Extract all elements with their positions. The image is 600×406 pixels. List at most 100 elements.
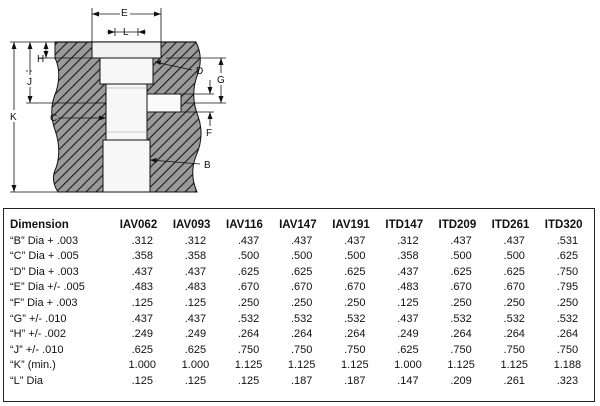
table-cell: .437 [450, 234, 472, 247]
table-cell: .437 [184, 265, 207, 278]
table-row: “E” Dia +/- .005.483.483.670.670.670.483… [10, 280, 594, 296]
label-K: K [10, 112, 17, 123]
label-D: D [196, 66, 203, 77]
table-cell: .625 [184, 343, 207, 356]
table-cell: .750 [556, 343, 579, 356]
table-row: “J” +/- .010.625.625.750.750.750.625.750… [10, 343, 594, 359]
table-cell: 1.000 [128, 359, 157, 372]
table-cell: .249 [131, 328, 153, 341]
table-cell: .625 [131, 343, 153, 356]
table-cell: .125 [184, 296, 207, 309]
table-cell: .670 [237, 281, 260, 294]
table-cell: .125 [397, 296, 419, 309]
header-itd209: ITD209 [438, 219, 477, 231]
table-cell: .125 [237, 374, 260, 387]
section-wall-left [51, 41, 107, 193]
table-cell: .670 [450, 281, 472, 294]
table-cell: .125 [131, 374, 153, 387]
table-cell: .264 [450, 328, 472, 341]
table-cell: .358 [397, 250, 419, 263]
table-cell: .532 [503, 312, 525, 325]
table-cell: .437 [503, 234, 525, 247]
table-cell: .750 [450, 343, 472, 356]
table-cell: .312 [397, 234, 419, 247]
header-iav116: IAV116 [226, 219, 263, 231]
table-cell: .249 [397, 328, 419, 341]
label-C: C [50, 113, 57, 124]
table-body: “B” Dia + .003 .312 .312 .437 .437 .437 .312 .4… [10, 234, 594, 390]
label-J: J [27, 77, 32, 88]
table-cell: .795 [556, 281, 579, 294]
header-iav147: IAV147 [279, 219, 317, 231]
table-cell: .264 [503, 328, 525, 341]
table-cell: .312 [131, 234, 153, 247]
table-cell: .531 [556, 234, 579, 247]
row-label: “F” Dia + .003 [10, 296, 78, 309]
table-cell: .532 [290, 312, 313, 325]
upper-bore [99, 57, 154, 85]
table-cell: .437 [184, 312, 207, 325]
table-cell: .264 [344, 328, 366, 341]
table-cell: .312 [184, 234, 207, 247]
cross-hole [146, 93, 182, 113]
table-cell: .250 [450, 296, 472, 309]
table-cell: .670 [344, 281, 366, 294]
table-cell: .250 [290, 296, 313, 309]
table-cell: .209 [450, 374, 472, 387]
table-cell: .125 [184, 374, 207, 387]
row-label: “E” Dia +/- .005 [10, 281, 85, 294]
header-itd320: ITD320 [544, 219, 583, 231]
table-cell: .261 [503, 374, 525, 387]
header-iav062: IAV062 [119, 219, 158, 231]
table-cell: .250 [556, 296, 579, 309]
table-cell: 1.125 [447, 359, 475, 372]
table-cell: .437 [397, 265, 419, 278]
row-label: “D” Dia + .003 [10, 265, 79, 278]
table-cell: 1.125 [234, 359, 263, 372]
cross-section-drawing: E L H J K C D G F B [9, 6, 226, 193]
table-cell: .249 [184, 328, 207, 341]
table-row: “F” Dia + .003.125.125.250.250.250.125.2… [10, 296, 594, 312]
table-cell: .437 [131, 312, 153, 325]
header-iav093: IAV093 [172, 219, 211, 231]
header-iav191: IAV191 [332, 219, 370, 231]
section-wall-right [146, 41, 202, 193]
table-cell: .625 [237, 265, 260, 278]
header-itd147: ITD147 [385, 219, 424, 231]
table-cell: .670 [290, 281, 313, 294]
table-cell: .532 [344, 312, 366, 325]
table-row: “H” +/- .002 .249 .249 .264 .264 .264 .249 .264… [10, 327, 594, 343]
label-F: F [206, 128, 212, 139]
main-bore [105, 83, 148, 141]
row-label: “H” +/- .002 [10, 328, 66, 341]
table-cell: .500 [290, 250, 313, 263]
label-H: H [37, 54, 44, 65]
table-cell: .500 [503, 250, 525, 263]
row-label: “B” Dia + .003 [10, 234, 79, 247]
table-cell: 1.188 [553, 359, 582, 372]
table-cell: .437 [397, 312, 419, 325]
table-cell: .483 [397, 281, 419, 294]
table-cell: .750 [503, 343, 525, 356]
row-label: “K” (min.) [10, 359, 56, 372]
table-cell: 1.000 [181, 359, 210, 372]
table-cell: .437 [344, 234, 366, 247]
row-label: “G” +/- .010 [10, 312, 67, 325]
table-cell: .187 [344, 374, 366, 387]
counterbore [91, 41, 162, 59]
table-cell: .358 [131, 250, 153, 263]
table-row: “B” Dia + .003 .312 .312 .437 .437 .437 .312 .4… [10, 234, 594, 250]
label-B: B [204, 160, 211, 171]
table-cell: .750 [290, 343, 313, 356]
label-E: E [121, 8, 128, 19]
table-cell: 1.125 [500, 359, 528, 372]
table-cell: .625 [556, 250, 579, 263]
table-cell: .264 [290, 328, 313, 341]
table-cell: .625 [344, 265, 366, 278]
table-cell: .437 [237, 234, 260, 247]
table-cell: .250 [237, 296, 260, 309]
lower-bore [102, 139, 151, 193]
